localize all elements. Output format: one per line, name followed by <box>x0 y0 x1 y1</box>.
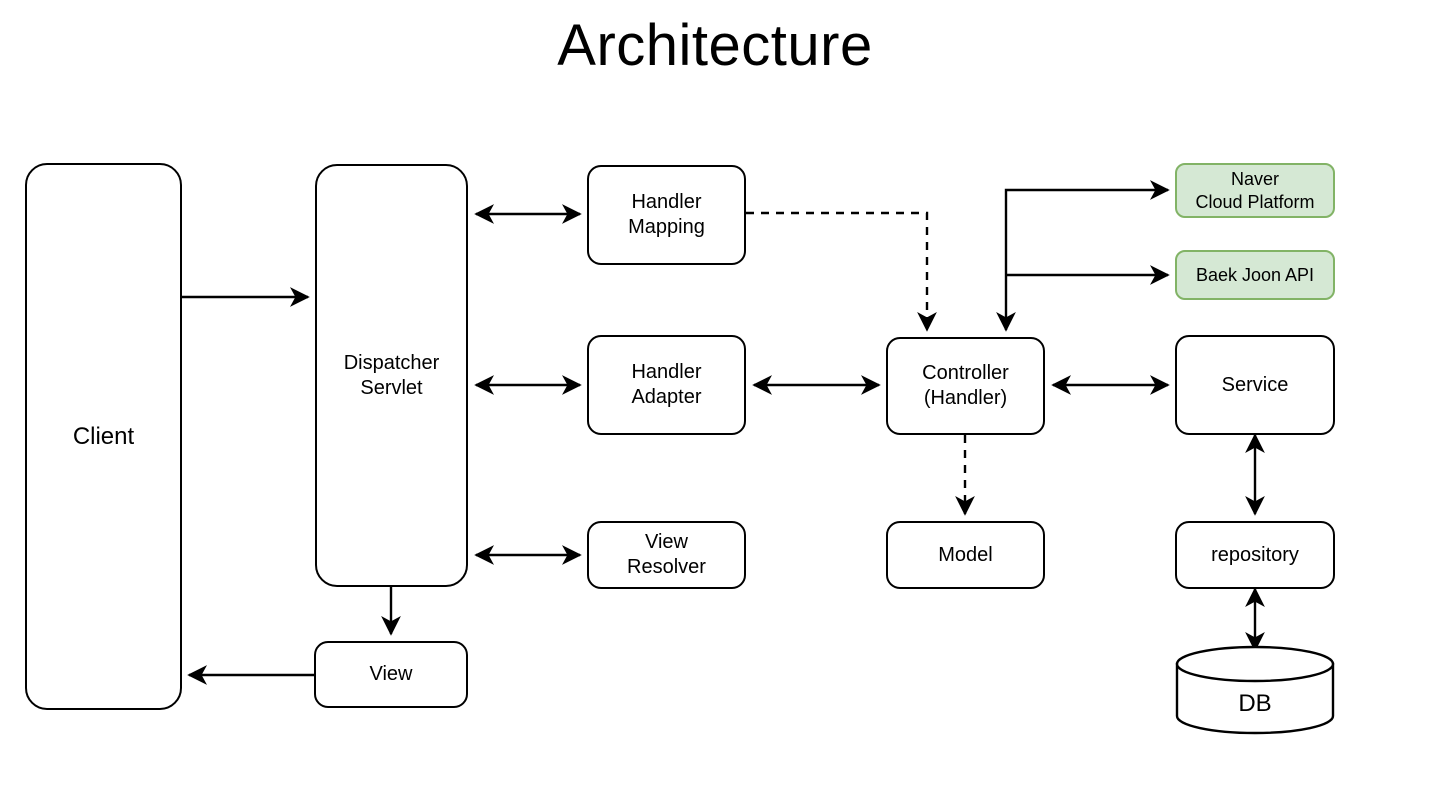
edge-handler-mapping-to-controller <box>746 211 937 332</box>
node-baek-joon-api[interactable]: Baek Joon API <box>1175 250 1335 300</box>
edge-controller-to-naver <box>996 180 1170 332</box>
node-controller-handler[interactable]: Controller (Handler) <box>886 337 1045 435</box>
node-client[interactable]: Client <box>25 163 182 710</box>
node-naver-cloud-platform[interactable]: Naver Cloud Platform <box>1175 163 1335 218</box>
node-view[interactable]: View <box>314 641 468 708</box>
node-db[interactable]: DB <box>1175 645 1335 735</box>
node-handler-mapping[interactable]: Handler Mapping <box>587 165 746 265</box>
node-view-resolver[interactable]: View Resolver <box>587 521 746 589</box>
node-repository[interactable]: repository <box>1175 521 1335 589</box>
page-title: Architecture <box>557 13 873 78</box>
node-db-label: DB <box>1238 690 1272 717</box>
node-model[interactable]: Model <box>886 521 1045 589</box>
node-handler-adapter[interactable]: Handler Adapter <box>587 335 746 435</box>
node-dispatcher-servlet[interactable]: Dispatcher Servlet <box>315 164 468 587</box>
database-cylinder-icon <box>1175 645 1335 735</box>
node-service[interactable]: Service <box>1175 335 1335 435</box>
